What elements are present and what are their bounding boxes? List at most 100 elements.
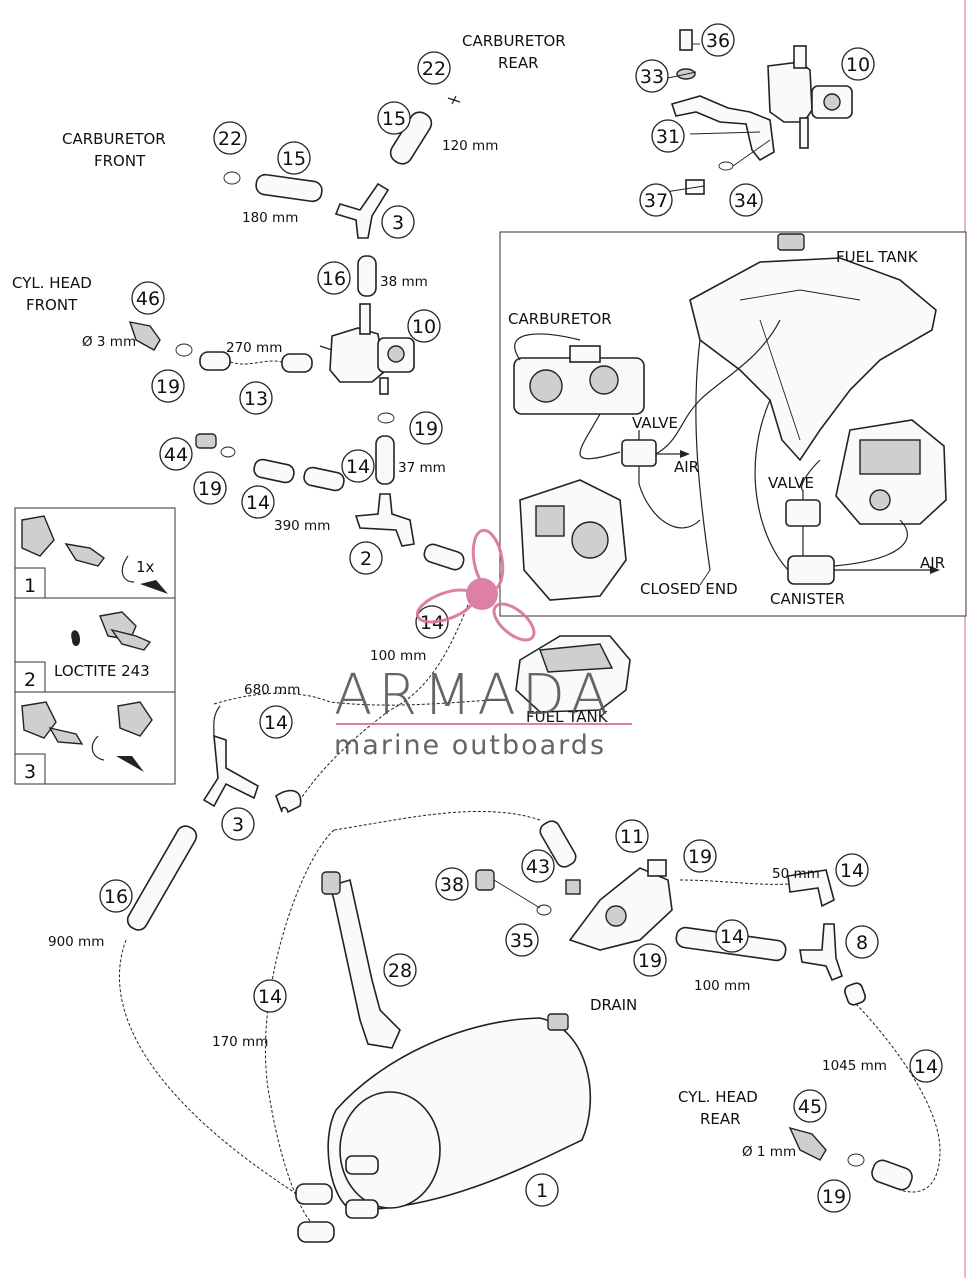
valve-10-middle: [329, 327, 385, 383]
svg-text:19: 19: [638, 950, 662, 972]
t-piece-8: [799, 923, 843, 982]
dim-100-bottom: 100 mm: [694, 978, 750, 994]
inset-carburetor: [513, 345, 645, 415]
svg-text:3: 3: [392, 212, 404, 234]
evap-system-inset: [499, 231, 967, 617]
step-number-1: 1: [24, 575, 36, 597]
dim-390: 390 mm: [274, 518, 330, 534]
callout-13: 13: [239, 381, 273, 415]
washer-35: [536, 904, 552, 916]
svg-text:14: 14: [264, 712, 288, 734]
callout-10-top: 10: [841, 47, 875, 81]
dim-120: 120 mm: [442, 138, 498, 154]
drain-label: DRAIN: [590, 996, 637, 1014]
callout-38: 38: [435, 867, 469, 901]
callout-33: 33: [635, 59, 669, 93]
cyl-head-rear-label-2: REAR: [700, 1110, 741, 1128]
bracket-31-part: [670, 95, 775, 162]
part-43: [565, 879, 581, 895]
callout-34: 34: [729, 183, 763, 217]
inset-valve-label-1: VALVE: [632, 414, 678, 432]
svg-text:22: 22: [218, 128, 242, 150]
callout-10-mid: 10: [407, 309, 441, 343]
hose-13-right: [281, 353, 313, 373]
svg-text:36: 36: [706, 30, 730, 52]
callout-14-g: 14: [715, 919, 749, 953]
drain-tube-28: [329, 878, 401, 1049]
step-panels: 1 2 3 1x LOCTITE 243: [14, 507, 176, 785]
callout-45: 45: [793, 1089, 827, 1123]
inset-fuel-tank: [689, 257, 937, 462]
callout-14-h: 14: [909, 1049, 943, 1083]
callout-14-e: 14: [253, 979, 287, 1013]
propeller-logo: [415, 528, 536, 642]
callout-31: 31: [651, 119, 685, 153]
watermark-brand: ARMADA: [334, 663, 614, 728]
svg-text:14: 14: [840, 860, 864, 882]
bolt-36-part: [679, 29, 693, 51]
svg-text:13: 13: [244, 388, 268, 410]
callout-28: 28: [383, 953, 417, 987]
inset-valve-label-2: VALVE: [768, 474, 814, 492]
callout-14-a: 14: [341, 449, 375, 483]
callout-19-b: 19: [409, 411, 443, 445]
callout-3-bottom: 3: [221, 807, 255, 841]
dimension-labels: 120 mm 180 mm 38 mm 270 mm Ø 3 mm 37 mm …: [48, 138, 887, 1160]
callout-46: 46: [131, 281, 165, 315]
fuel-tank-small: [515, 635, 631, 713]
svg-text:43: 43: [526, 856, 550, 878]
inset-valve-2: [785, 490, 821, 544]
closed-end-label: CLOSED END: [640, 580, 738, 598]
svg-text:10: 10: [846, 54, 870, 76]
svg-text:15: 15: [282, 148, 306, 170]
carb-rear-label-2: REAR: [498, 54, 539, 72]
callout-16-top: 16: [317, 261, 351, 295]
dim-900: 900 mm: [48, 934, 104, 950]
callout-37: 37: [639, 183, 673, 217]
svg-text:19: 19: [414, 418, 438, 440]
cyl-head-front-label-1: CYL. HEAD: [12, 274, 92, 292]
text-labels: CARBURETOR REAR CARBURETOR FRONT CYL. HE…: [12, 32, 945, 1128]
dim-37: 37 mm: [398, 460, 446, 476]
inset-cylinder-head: [835, 419, 947, 525]
callout-35: 35: [505, 923, 539, 957]
svg-text:19: 19: [822, 1186, 846, 1208]
canister-1: [327, 1013, 592, 1219]
callout-15-rear: 15: [377, 101, 411, 135]
clamp-19-left: [175, 343, 193, 357]
loctite-label: LOCTITE 243: [54, 662, 150, 680]
turn-1x-label: 1x: [136, 558, 155, 576]
svg-text:2: 2: [360, 548, 372, 570]
carb-rear-label-1: CARBURETOR: [462, 32, 566, 50]
callout-14-f: 14: [835, 853, 869, 887]
svg-text:10: 10: [412, 316, 436, 338]
bracket-assembly: [639, 29, 853, 197]
callout-19-f: 19: [817, 1179, 851, 1213]
inset-engine: [519, 479, 627, 601]
svg-text:16: 16: [104, 886, 128, 908]
svg-text:3: 3: [232, 814, 244, 836]
dim-180: 180 mm: [242, 210, 298, 226]
canister-label: CANISTER: [770, 590, 845, 608]
dim-dia1: Ø 1 mm: [742, 1144, 796, 1160]
callout-3-top: 3: [381, 205, 415, 239]
hose-14-37mm: [375, 435, 395, 485]
callout-44: 44: [159, 437, 193, 471]
callout-19-d: 19: [683, 839, 717, 873]
t-piece-3-top: [334, 182, 390, 239]
hose-13-left: [199, 351, 231, 371]
dim-170: 170 mm: [212, 1034, 268, 1050]
dim-100-top: 100 mm: [370, 648, 426, 664]
svg-text:22: 22: [422, 58, 446, 80]
callout-8: 8: [845, 925, 879, 959]
dim-270: 270 mm: [226, 340, 282, 356]
lower-hose-system: [118, 599, 941, 1243]
fuel-tank-bottom-label: FUEL TANK: [526, 708, 609, 726]
callout-19-a: 19: [151, 369, 185, 403]
callout-2: 2: [349, 541, 383, 575]
svg-text:14: 14: [346, 456, 370, 478]
callout-22-rear: 22: [417, 51, 451, 85]
fitting-46: [128, 321, 161, 351]
inset-canister: [787, 555, 940, 585]
